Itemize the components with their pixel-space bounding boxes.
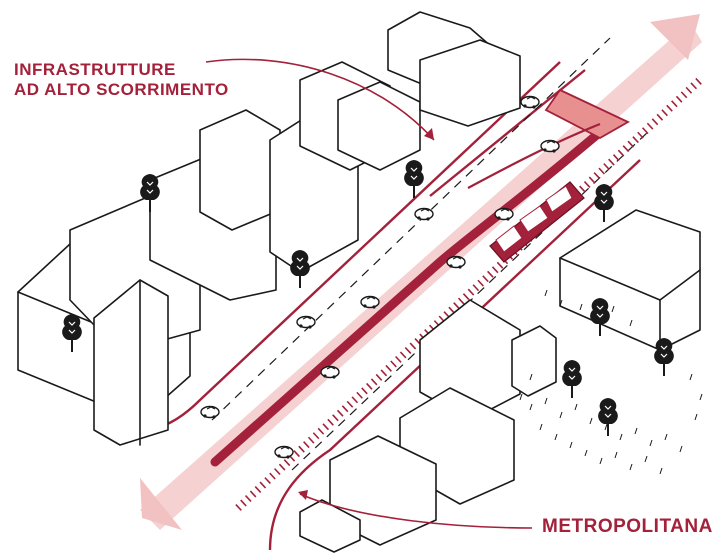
infrastructure-label-line1: INFRASTRUTTURE [14,60,176,79]
tree-icon [597,397,619,437]
car-icon [494,207,514,222]
train-icon [489,181,585,263]
tree-icon [289,249,311,289]
infrastructure-label-line2: AD ALTO SCORRIMENTO [14,79,229,99]
tree-icon [653,337,675,377]
arrow-head-top-right [650,14,700,60]
tree-icon [593,183,615,223]
ramp [467,122,601,189]
buildings-lower-right [299,209,701,553]
metro-arrow [299,493,533,529]
car-icon [200,405,220,420]
arrow-head-bottom-left [140,478,182,530]
metro-label: METROPOLITANA [542,516,713,537]
lane-dash-1 [211,37,611,421]
car-icon [414,207,434,222]
infra-arrow [205,58,435,141]
station-platform [544,88,630,140]
tree-icon [589,297,611,337]
car-icon [446,255,466,270]
arrow-icon [298,490,308,500]
infrastructure-label: INFRASTRUTTURE AD ALTO SCORRIMENTO [14,60,229,99]
arrow-icon [424,128,434,140]
tree-icon [561,359,583,399]
grass-area [519,289,703,475]
car-icon [520,95,540,110]
car-icon [296,315,316,330]
car-icon [320,365,340,380]
road-edge-right [268,159,641,551]
